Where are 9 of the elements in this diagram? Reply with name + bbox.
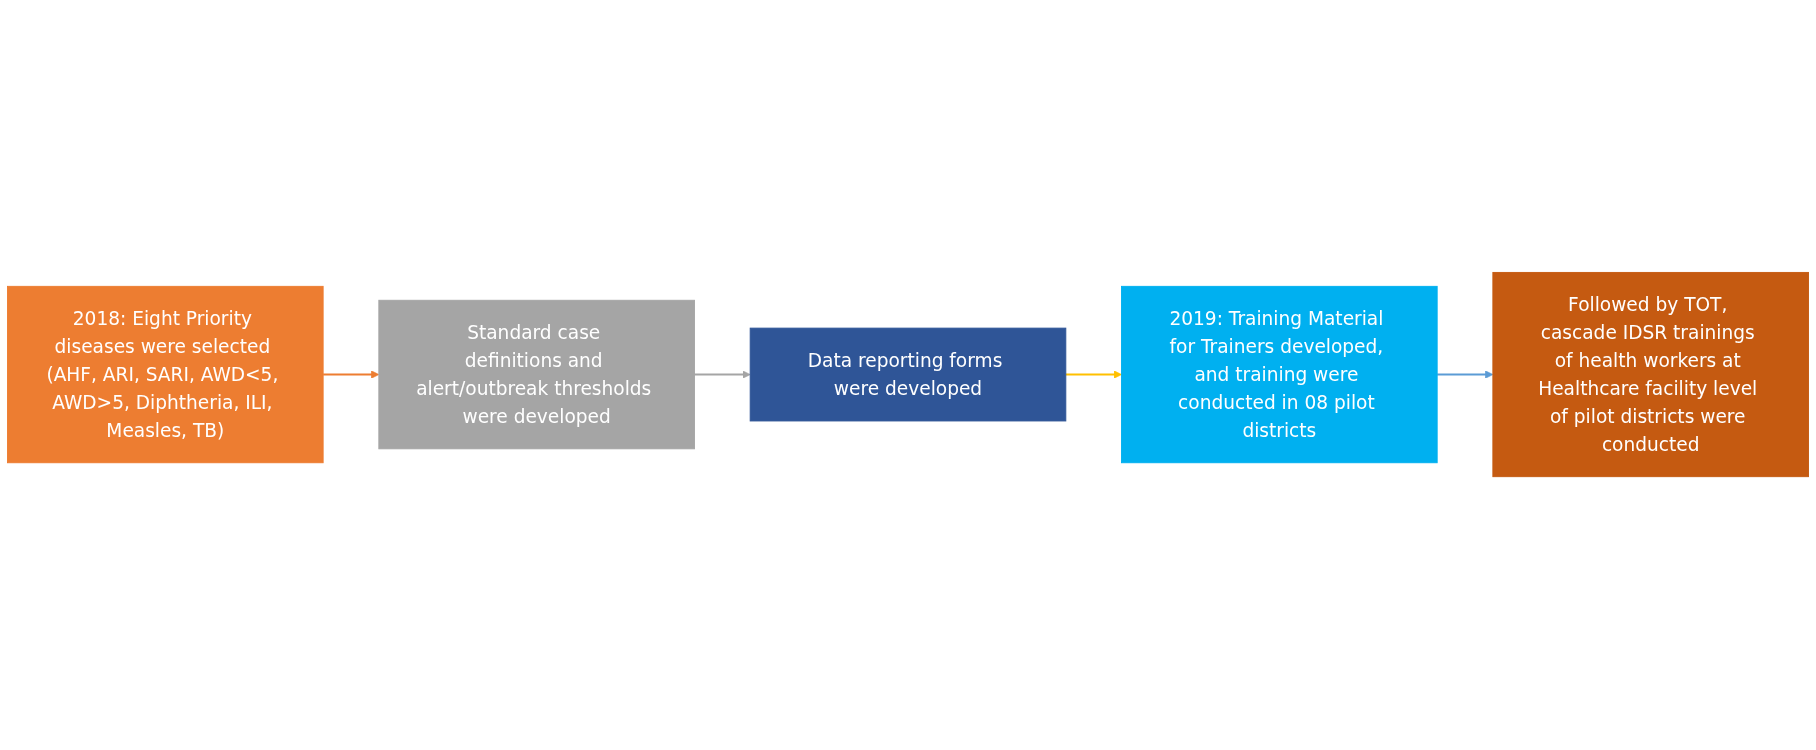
node-box: 2018: Eight Priority diseases were selected (AHF, ARI, SARI, AWD<5, AWD>5, Diphtheria, ILI, Measles, TB) <box>7 286 324 464</box>
node-box: Standard case definitions and alert/outbreak thresholds were developed <box>378 300 695 450</box>
arrow <box>1436 370 1494 380</box>
node-box: Followed by TOT, cascade IDSR trainings of health workers at Healthcare facility level of pilot districts were conducted <box>1492 272 1809 478</box>
arrow <box>1064 370 1122 380</box>
arrow <box>693 370 751 380</box>
arrow <box>322 370 380 380</box>
node-box: 2019: Training Material for Trainers developed, and training were conducted in 08 pilot districts <box>1121 286 1438 464</box>
node-box: Data reporting forms were developed <box>749 328 1067 422</box>
